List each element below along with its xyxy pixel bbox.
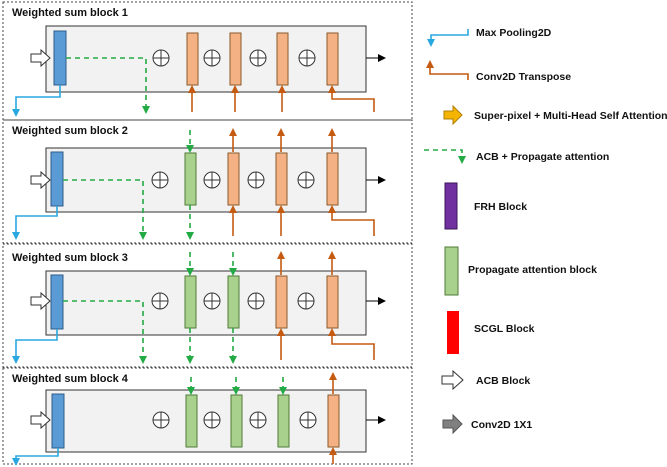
- max-pooling-link: [12, 85, 61, 117]
- encoder-block: [50, 274, 64, 330]
- transpose-block: [276, 32, 289, 86]
- propagate-attention-block-icon: [444, 246, 459, 296]
- legend-label: Conv2D 1X1: [471, 419, 532, 431]
- transpose-block: [327, 394, 340, 448]
- legend-item-propagate-attention-block: Propagate attention block: [444, 246, 597, 296]
- add-operator-icon: [151, 171, 169, 189]
- add-operator-icon: [297, 171, 315, 189]
- legend-item-super-pixel: Super-pixel + Multi-Head Self Attention: [443, 104, 667, 126]
- add-operator-icon: [247, 292, 265, 310]
- max-pooling-link: [12, 329, 58, 364]
- block-3-frame: [2, 243, 413, 368]
- legend-item-frh-block: FRH Block: [444, 182, 527, 230]
- add-operator-icon: [298, 49, 316, 67]
- legend-item-conv2d-1x1: Conv2D 1X1: [442, 413, 532, 435]
- transpose-block: [275, 152, 288, 206]
- block-2-frame: [2, 119, 413, 244]
- weighted-sum-block-1: Weighted sum block 1: [2, 1, 413, 121]
- add-operator-icon: [249, 411, 267, 429]
- super-pixel-arrow-icon: [443, 104, 463, 126]
- propagate-attention-block: [227, 275, 240, 329]
- transpose-input-arrow: [328, 205, 375, 236]
- weighted-sum-block-3: Weighted sum block 3: [2, 243, 413, 368]
- legend-label: ACB + Propagate attention: [476, 151, 609, 163]
- conv2d-1x1-arrow-icon: [442, 413, 463, 435]
- add-operator-icon: [203, 49, 221, 67]
- propagate-attention-block: [185, 394, 198, 448]
- acb-input-arrow-icon: [30, 291, 51, 311]
- block-2-title: Weighted sum block 2: [12, 125, 128, 137]
- legend-item-max-pooling: Max Pooling2D: [427, 27, 552, 47]
- legend-item-acb-propagate: ACB + Propagate attention: [424, 149, 609, 164]
- weighted-sum-block-2: Weighted sum block 2: [2, 119, 413, 244]
- scgl-block-icon: [447, 311, 459, 354]
- encoder-block: [51, 393, 65, 449]
- legend-label: Super-pixel + Multi-Head Self Attention: [474, 110, 667, 122]
- propagate-attention-block: [184, 275, 197, 329]
- max-pooling-link: [12, 206, 58, 240]
- skip-connection-dashed: [63, 300, 147, 364]
- block-1-title: Weighted sum block 1: [12, 7, 128, 19]
- weighted-sum-block-4: Weighted sum block 4: [2, 367, 413, 466]
- legend-label: ACB Block: [476, 375, 530, 387]
- legend-label: Propagate attention block: [468, 264, 597, 276]
- add-operator-icon: [203, 292, 221, 310]
- block-4-title: Weighted sum block 4: [12, 373, 129, 385]
- add-operator-icon: [152, 49, 170, 67]
- legend-label: FRH Block: [474, 201, 527, 213]
- skip-connection-dashed: [63, 179, 147, 240]
- legend-label: Max Pooling2D: [476, 27, 552, 39]
- acb-input-arrow-icon: [30, 410, 51, 430]
- transpose-block: [275, 275, 288, 329]
- acb-block-arrow-icon: [441, 369, 464, 391]
- transpose-block: [227, 152, 240, 206]
- conv2d-transpose-arrow-icon: [426, 60, 469, 80]
- acb-input-arrow-icon: [30, 170, 51, 190]
- add-operator-icon: [299, 411, 317, 429]
- block-1-frame: [2, 1, 413, 121]
- transpose-input-arrow: [328, 85, 375, 112]
- max-pooling-arrow-icon: [427, 29, 469, 47]
- add-operator-icon: [249, 49, 267, 67]
- transpose-block: [326, 32, 339, 86]
- add-operator-icon: [297, 292, 315, 310]
- transpose-block: [326, 275, 339, 329]
- encoder-block: [50, 151, 64, 207]
- legend-item-acb-block: ACB Block: [441, 369, 530, 391]
- add-operator-icon: [152, 411, 170, 429]
- propagate-attention-block: [277, 394, 290, 448]
- transpose-input-arrow: [328, 328, 375, 360]
- add-operator-icon: [151, 292, 169, 310]
- block-3-title: Weighted sum block 3: [12, 252, 128, 264]
- add-operator-icon: [203, 411, 221, 429]
- legend-label: SCGL Block: [474, 323, 535, 335]
- add-operator-icon: [203, 171, 221, 189]
- transpose-block: [229, 32, 242, 86]
- legend-item-scgl-block: SCGL Block: [447, 311, 535, 354]
- legend-label: Conv2D Transpose: [476, 71, 571, 83]
- max-pooling-link: [12, 448, 59, 466]
- legend-item-conv2d-transpose: Conv2D Transpose: [426, 60, 571, 83]
- transpose-block: [326, 152, 339, 206]
- transpose-block: [186, 32, 199, 86]
- encoder-block: [53, 30, 67, 86]
- propagate-attention-block: [230, 394, 243, 448]
- propagate-attention-block: [184, 152, 197, 206]
- block-4-frame: [2, 367, 413, 465]
- acb-input-arrow-icon: [30, 48, 51, 68]
- frh-block-icon: [444, 182, 458, 230]
- add-operator-icon: [247, 171, 265, 189]
- acb-propagate-dashed-arrow-icon: [424, 149, 466, 164]
- legend: Max Pooling2D Conv2D Transpose Super-pix…: [424, 27, 667, 435]
